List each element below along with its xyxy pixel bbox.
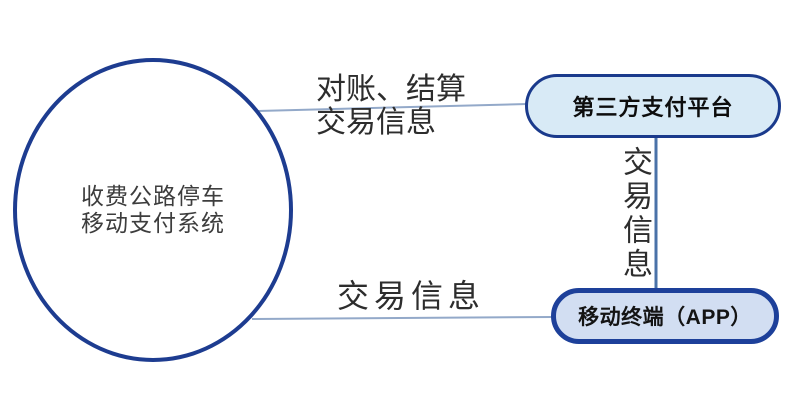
system-to-platform-connector-line xyxy=(257,103,528,112)
system-to-terminal-connector-line xyxy=(251,316,554,320)
platform-to-terminal-edge-label: 交易信息 xyxy=(618,146,651,282)
payment-platform-label: 第三方支付平台 xyxy=(572,95,734,120)
system-to-terminal-edge-label: 交易信息 xyxy=(337,278,486,314)
system-to-platform-edge-label: 对账、结算 交易信息 xyxy=(316,73,466,139)
system-ellipse-label: 收费公路停车 移动支付系统 xyxy=(81,183,225,237)
system-ellipse-label-line1: 收费公路停车 xyxy=(81,183,225,209)
mobile-terminal-node: 移动终端（APP） xyxy=(551,288,779,344)
system-ellipse-label-line2: 移动支付系统 xyxy=(81,210,225,236)
system-ellipse-node: 收费公路停车 移动支付系统 xyxy=(13,58,293,362)
system-to-platform-edge-label-line1: 对账、结算 xyxy=(316,73,466,106)
payment-platform-node: 第三方支付平台 xyxy=(525,74,781,138)
system-to-platform-edge-label-line2: 交易信息 xyxy=(316,106,436,139)
mobile-terminal-label: 移动终端（APP） xyxy=(578,306,752,329)
